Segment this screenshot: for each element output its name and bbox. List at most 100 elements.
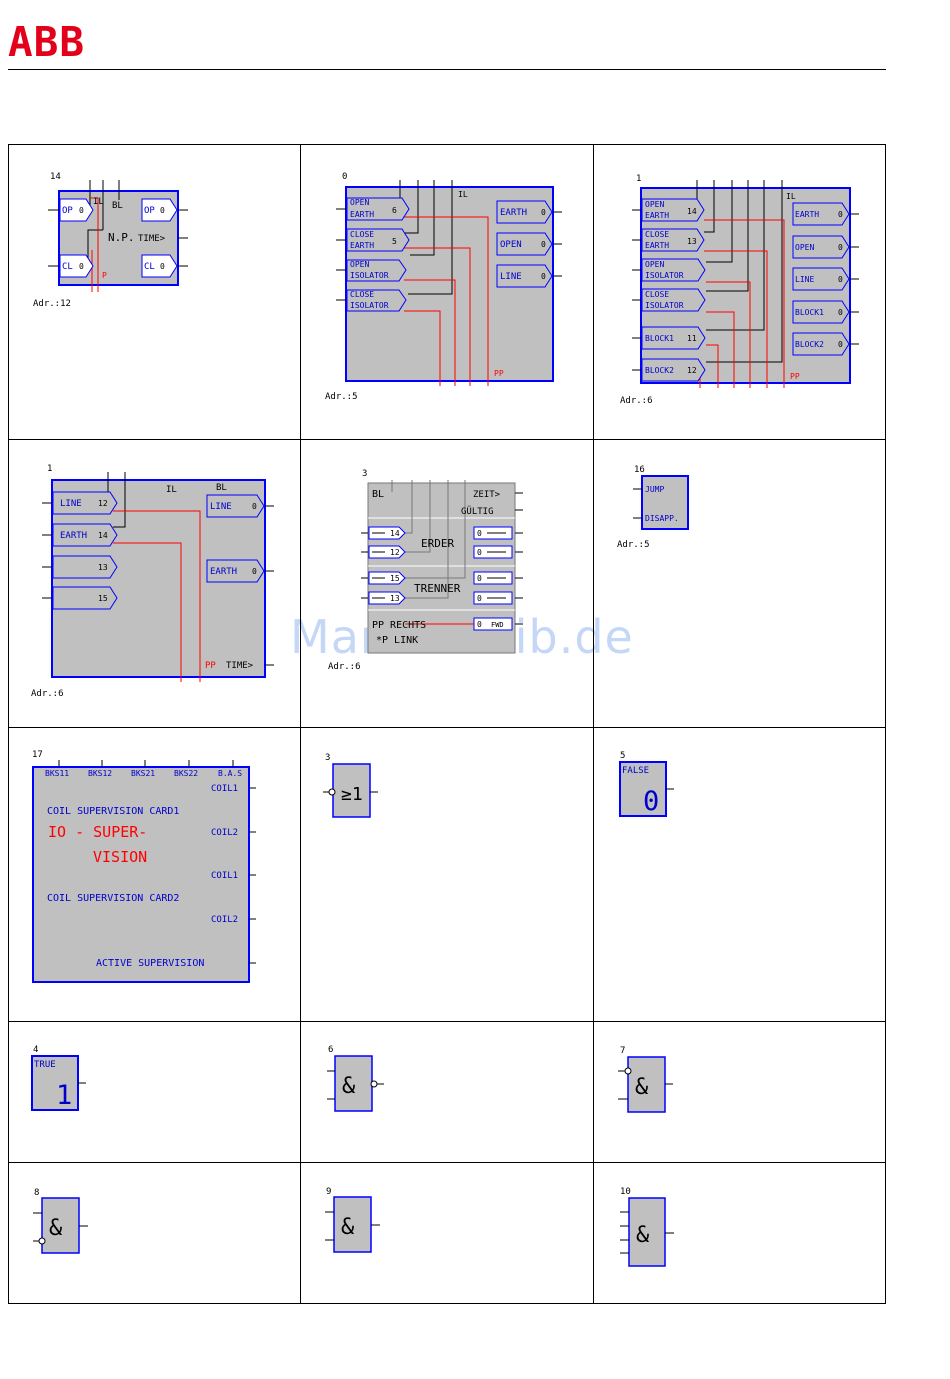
output-port xyxy=(206,494,265,518)
svg-text:EARTH: EARTH xyxy=(795,210,819,219)
svg-text:0: 0 xyxy=(838,275,843,284)
svg-text:IL: IL xyxy=(93,197,104,207)
svg-text:ISOLATOR: ISOLATOR xyxy=(645,271,684,280)
block-number: 14 xyxy=(50,172,61,182)
svg-text:13: 13 xyxy=(687,237,697,246)
svg-text:12: 12 xyxy=(390,548,400,557)
svg-text:0: 0 xyxy=(79,262,84,271)
svg-text:COIL1: COIL1 xyxy=(211,871,238,881)
block-address: Adr.:6 xyxy=(31,689,64,699)
block-number: 4 xyxy=(33,1045,38,1055)
svg-text:ISOLATOR: ISOLATOR xyxy=(350,301,389,310)
svg-text:BL: BL xyxy=(216,483,227,493)
input-port xyxy=(641,258,706,282)
svg-text:12: 12 xyxy=(98,499,108,508)
svg-text:0: 0 xyxy=(160,206,165,215)
svg-text:ACTIVE SUPERVISION: ACTIVE SUPERVISION xyxy=(96,958,204,969)
svg-text:0: 0 xyxy=(541,208,546,217)
block-body xyxy=(619,761,667,817)
grid-divider xyxy=(300,145,301,1303)
grid-divider xyxy=(9,1162,885,1163)
svg-text:0: 0 xyxy=(477,529,482,538)
output-port xyxy=(496,200,553,224)
input-port xyxy=(368,571,406,585)
svg-text:TIME>: TIME> xyxy=(138,234,166,244)
svg-text:BLOCK2: BLOCK2 xyxy=(645,366,674,375)
svg-text:12: 12 xyxy=(687,366,697,375)
svg-text:EARTH: EARTH xyxy=(350,210,374,219)
block-number: 5 xyxy=(620,751,625,761)
svg-text:OPEN: OPEN xyxy=(350,198,369,207)
block-1-interlock[interactable]: 1 OPEN EARTH 14 CLOSE EARTH xyxy=(620,174,859,406)
svg-text:0: 0 xyxy=(252,567,257,576)
block-14[interactable]: 14 OP 0 CL 0 OP 0 CL 0 IL BL N.P. TIME> … xyxy=(33,172,188,309)
svg-text:P: P xyxy=(102,271,107,280)
svg-text:FALSE: FALSE xyxy=(622,766,649,776)
block-1-line-earth[interactable]: 1 LINE 12 EARTH 14 13 15 LINE 0 EARTH 0 … xyxy=(31,464,274,699)
svg-text:1: 1 xyxy=(56,1080,72,1111)
svg-text:OP: OP xyxy=(144,206,155,216)
block-5-false-constant[interactable]: 5 FALSE 0 xyxy=(619,751,674,817)
svg-text:DISAPP.: DISAPP. xyxy=(645,514,679,523)
svg-text:IL: IL xyxy=(166,485,177,495)
block-address: Adr.:5 xyxy=(325,392,358,402)
svg-text:COIL1: COIL1 xyxy=(211,784,238,794)
input-port xyxy=(641,198,705,222)
svg-text:LINE: LINE xyxy=(500,272,522,282)
svg-text:EARTH: EARTH xyxy=(645,211,669,220)
block-4-true-constant[interactable]: 4 TRUE 1 xyxy=(31,1045,86,1111)
block-number: 3 xyxy=(362,469,367,479)
output-port xyxy=(496,264,553,288)
svg-text:EARTH: EARTH xyxy=(210,567,237,577)
svg-text:14: 14 xyxy=(390,529,400,538)
block-number: 1 xyxy=(47,464,52,474)
invert-circle xyxy=(624,1067,632,1075)
output-port xyxy=(792,235,850,259)
block-9-and-gate[interactable]: 9 & xyxy=(325,1187,380,1253)
invert-circle xyxy=(38,1237,46,1245)
svg-text:0: 0 xyxy=(838,308,843,317)
svg-text:0: 0 xyxy=(477,594,482,603)
svg-text:13: 13 xyxy=(390,594,400,603)
block-0[interactable]: 0 OPEN EARTH 6 CLOSE EARTH 5 OPEN ISOLAT… xyxy=(325,172,562,402)
block-10-and-gate[interactable]: 10 & xyxy=(620,1187,674,1267)
svg-text:≥1: ≥1 xyxy=(341,784,363,805)
svg-text:PP: PP xyxy=(494,369,504,378)
svg-text:OPEN: OPEN xyxy=(350,260,369,269)
svg-text:LINE: LINE xyxy=(60,499,82,509)
svg-text:BLOCK1: BLOCK1 xyxy=(645,334,674,343)
svg-text:&: & xyxy=(341,1215,355,1240)
block-address: Adr.:5 xyxy=(617,540,650,550)
input-port xyxy=(346,197,410,221)
block-6-and-gate[interactable]: 6 & xyxy=(327,1045,384,1112)
block-body xyxy=(31,1055,79,1111)
block-3-erder-trenner[interactable]: 3 14 12 15 13 0 0 0 0 0 F xyxy=(328,469,523,672)
input-port xyxy=(52,491,118,515)
svg-text:EARTH: EARTH xyxy=(60,531,87,541)
block-3-or-gate[interactable]: 3 ≥1 xyxy=(323,753,378,818)
output-port xyxy=(792,202,850,226)
block-17-coil-supervision[interactable]: 17 BKS11 BKS12 BKS21 BKS22 B.A.S COIL1 C… xyxy=(32,750,256,983)
svg-text:CLOSE: CLOSE xyxy=(645,230,669,239)
svg-text:LINE: LINE xyxy=(795,275,814,284)
svg-text:*P LINK: *P LINK xyxy=(376,635,418,646)
svg-text:&: & xyxy=(342,1074,356,1099)
output-port xyxy=(792,332,850,356)
block-body xyxy=(334,1055,373,1112)
block-8-and-gate[interactable]: 8 & xyxy=(33,1188,88,1254)
output-port xyxy=(141,254,178,278)
input-port xyxy=(368,591,406,605)
header-rule xyxy=(8,69,886,70)
block-7-and-gate[interactable]: 7 & xyxy=(618,1046,673,1113)
block-number: 6 xyxy=(328,1045,333,1055)
svg-text:0: 0 xyxy=(477,548,482,557)
input-port xyxy=(52,523,118,547)
input-port xyxy=(346,228,410,252)
block-body xyxy=(641,475,689,530)
svg-text:COIL SUPERVISION CARD1: COIL SUPERVISION CARD1 xyxy=(47,806,179,817)
block-16[interactable]: 16 JUMP DISAPP. Adr.:5 xyxy=(617,465,689,550)
block-number: 17 xyxy=(32,750,43,760)
svg-text:BKS21: BKS21 xyxy=(131,769,155,778)
block-body xyxy=(41,1197,80,1254)
svg-text:FWD: FWD xyxy=(491,621,504,629)
